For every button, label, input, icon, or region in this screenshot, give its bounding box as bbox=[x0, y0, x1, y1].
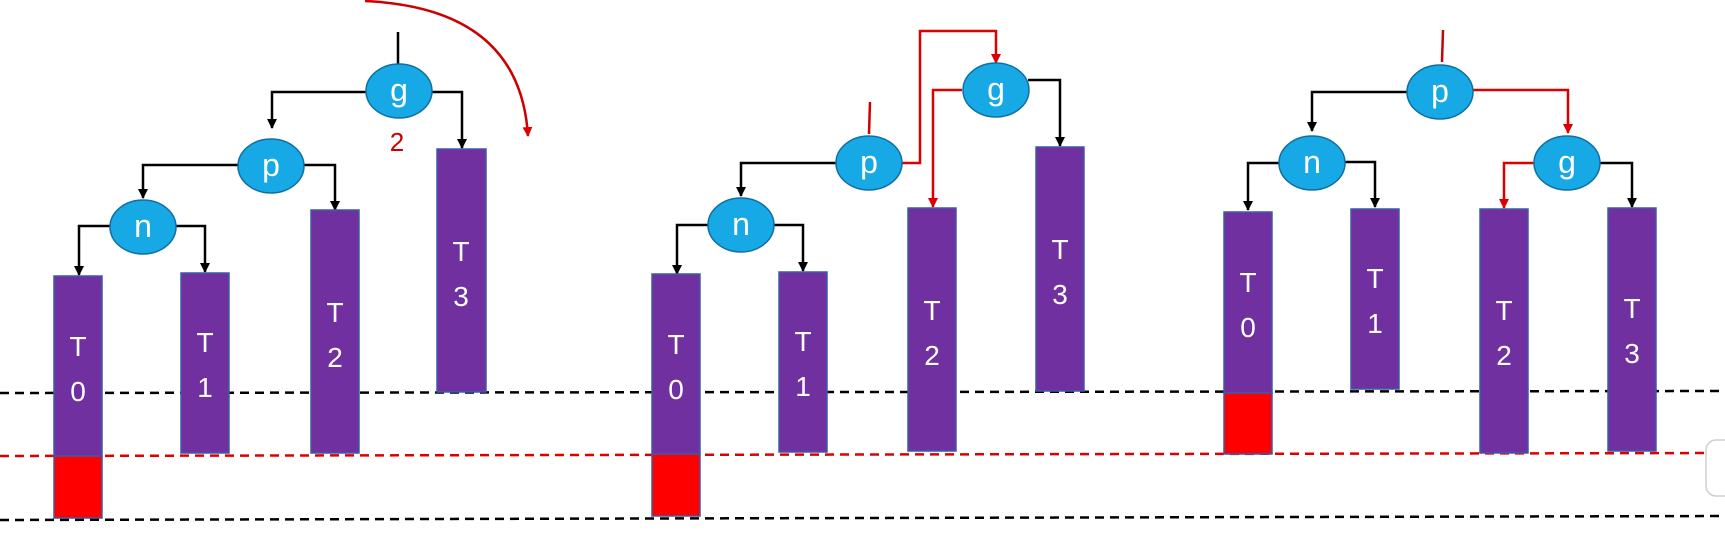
subtree-t0 bbox=[1223, 211, 1273, 394]
subtree-t1-label-top: T bbox=[196, 327, 213, 358]
root-in-edge bbox=[1440, 29, 1445, 63]
subtree-t1-label-top: T bbox=[794, 326, 811, 357]
edge-g-to-t2 bbox=[928, 88, 962, 208]
edge-n-to-t1 bbox=[1344, 160, 1380, 208]
overflow-block bbox=[53, 455, 103, 519]
node-n-label: n bbox=[732, 206, 750, 242]
subtree-t1 bbox=[180, 272, 230, 454]
subtree-t2-label-top: T bbox=[326, 297, 343, 328]
edge-p-to-t2 bbox=[304, 163, 340, 211]
node-n-label: n bbox=[1303, 144, 1321, 180]
edge-g-to-t3 bbox=[432, 90, 467, 149]
subtree-t3 bbox=[436, 148, 487, 393]
node-n bbox=[1278, 135, 1346, 191]
panel-2: T 0 T 1 T 2 T 3 p g n bbox=[651, 29, 1085, 517]
panel-1: T 0 T 1 T 2 T 3 g p n 2 bbox=[53, 0, 533, 519]
root-in-edge bbox=[867, 101, 872, 135]
node-n bbox=[707, 197, 775, 253]
edge-n-to-t1 bbox=[175, 224, 210, 273]
subtree-t1-label-bottom: 1 bbox=[1367, 308, 1383, 339]
node-g bbox=[1533, 135, 1601, 191]
subtree-t3-label-top: T bbox=[1051, 234, 1068, 265]
node-g bbox=[365, 63, 433, 119]
subtree-t2 bbox=[907, 207, 957, 452]
edge-p-to-g bbox=[902, 29, 1001, 165]
subtree-t0-label-top: T bbox=[1239, 267, 1256, 298]
overflow-block bbox=[651, 453, 701, 517]
edge-g-to-t3 bbox=[1600, 161, 1637, 208]
subtree-t0-label-top: T bbox=[69, 331, 86, 362]
subtree-t2 bbox=[310, 209, 360, 454]
subtree-t0-label-bottom: 0 bbox=[1240, 312, 1256, 343]
node-p bbox=[237, 138, 305, 194]
subtree-t3-label-bottom: 3 bbox=[453, 281, 469, 312]
node-p-label: p bbox=[1431, 73, 1449, 109]
edge-p-to-n bbox=[736, 161, 836, 197]
subtree-t1-label-top: T bbox=[1366, 263, 1383, 294]
subtree-t0-label-bottom: 0 bbox=[668, 374, 684, 405]
subtree-t3 bbox=[1035, 146, 1085, 392]
balance-factor-annotation: 2 bbox=[390, 127, 404, 157]
subtree-t1 bbox=[1350, 208, 1400, 390]
edge-g-to-t2 bbox=[1499, 161, 1534, 209]
overflow-block bbox=[1223, 392, 1273, 455]
edge-n-to-t0 bbox=[1243, 161, 1280, 211]
edge-n-to-t1 bbox=[773, 223, 808, 272]
subtree-t2-label-bottom: 2 bbox=[327, 342, 343, 373]
edge-g-to-p bbox=[267, 90, 366, 129]
edge-n-to-t0 bbox=[672, 223, 709, 275]
subtree-t1-label-bottom: 1 bbox=[795, 371, 811, 402]
rotation-arrow bbox=[364, 0, 533, 137]
subtree-t2-label-top: T bbox=[1495, 295, 1512, 326]
node-p-label: p bbox=[262, 147, 280, 183]
edge-control-handle[interactable] bbox=[1705, 439, 1725, 497]
subtree-t2-label-bottom: 2 bbox=[924, 340, 940, 371]
node-g bbox=[962, 62, 1030, 118]
subtree-t3-label-bottom: 3 bbox=[1624, 338, 1640, 369]
height-line-overflow bbox=[0, 451, 1725, 458]
edge-p-to-n bbox=[138, 163, 238, 199]
subtree-t3-label-bottom: 3 bbox=[1052, 279, 1068, 310]
node-p-label: p bbox=[860, 144, 878, 180]
subtree-t0-label-bottom: 0 bbox=[70, 376, 86, 407]
node-n-label: n bbox=[134, 208, 152, 244]
subtree-t0 bbox=[53, 275, 103, 457]
subtree-t0 bbox=[651, 273, 701, 455]
subtree-t1-label-bottom: 1 bbox=[197, 372, 213, 403]
subtree-t0-label-top: T bbox=[667, 329, 684, 360]
subtree-t3 bbox=[1607, 207, 1657, 452]
node-n bbox=[109, 199, 177, 255]
subtree-t3-label-top: T bbox=[1623, 293, 1640, 324]
node-g-label: g bbox=[987, 71, 1005, 107]
height-reference-lines bbox=[0, 389, 1725, 522]
panel-3: T 0 T 1 T 2 T 3 p n g bbox=[1223, 29, 1657, 455]
subtree-t2-label-top: T bbox=[923, 295, 940, 326]
subtree-t1 bbox=[778, 271, 828, 453]
node-g-label: g bbox=[390, 72, 408, 108]
edge-p-to-g bbox=[1473, 88, 1573, 134]
edge-g-to-t3 bbox=[1028, 78, 1065, 147]
node-g-label: g bbox=[1558, 144, 1576, 180]
height-line-top bbox=[0, 389, 1725, 395]
edge-p-to-n bbox=[1307, 90, 1407, 132]
edge-n-to-t0 bbox=[74, 224, 111, 276]
node-p bbox=[1406, 64, 1474, 120]
subtree-t2 bbox=[1479, 208, 1529, 454]
subtree-t2-label-bottom: 2 bbox=[1496, 340, 1512, 371]
subtree-t3-label-top: T bbox=[452, 236, 469, 267]
node-p bbox=[835, 135, 903, 191]
height-line-bottom bbox=[0, 514, 1725, 522]
